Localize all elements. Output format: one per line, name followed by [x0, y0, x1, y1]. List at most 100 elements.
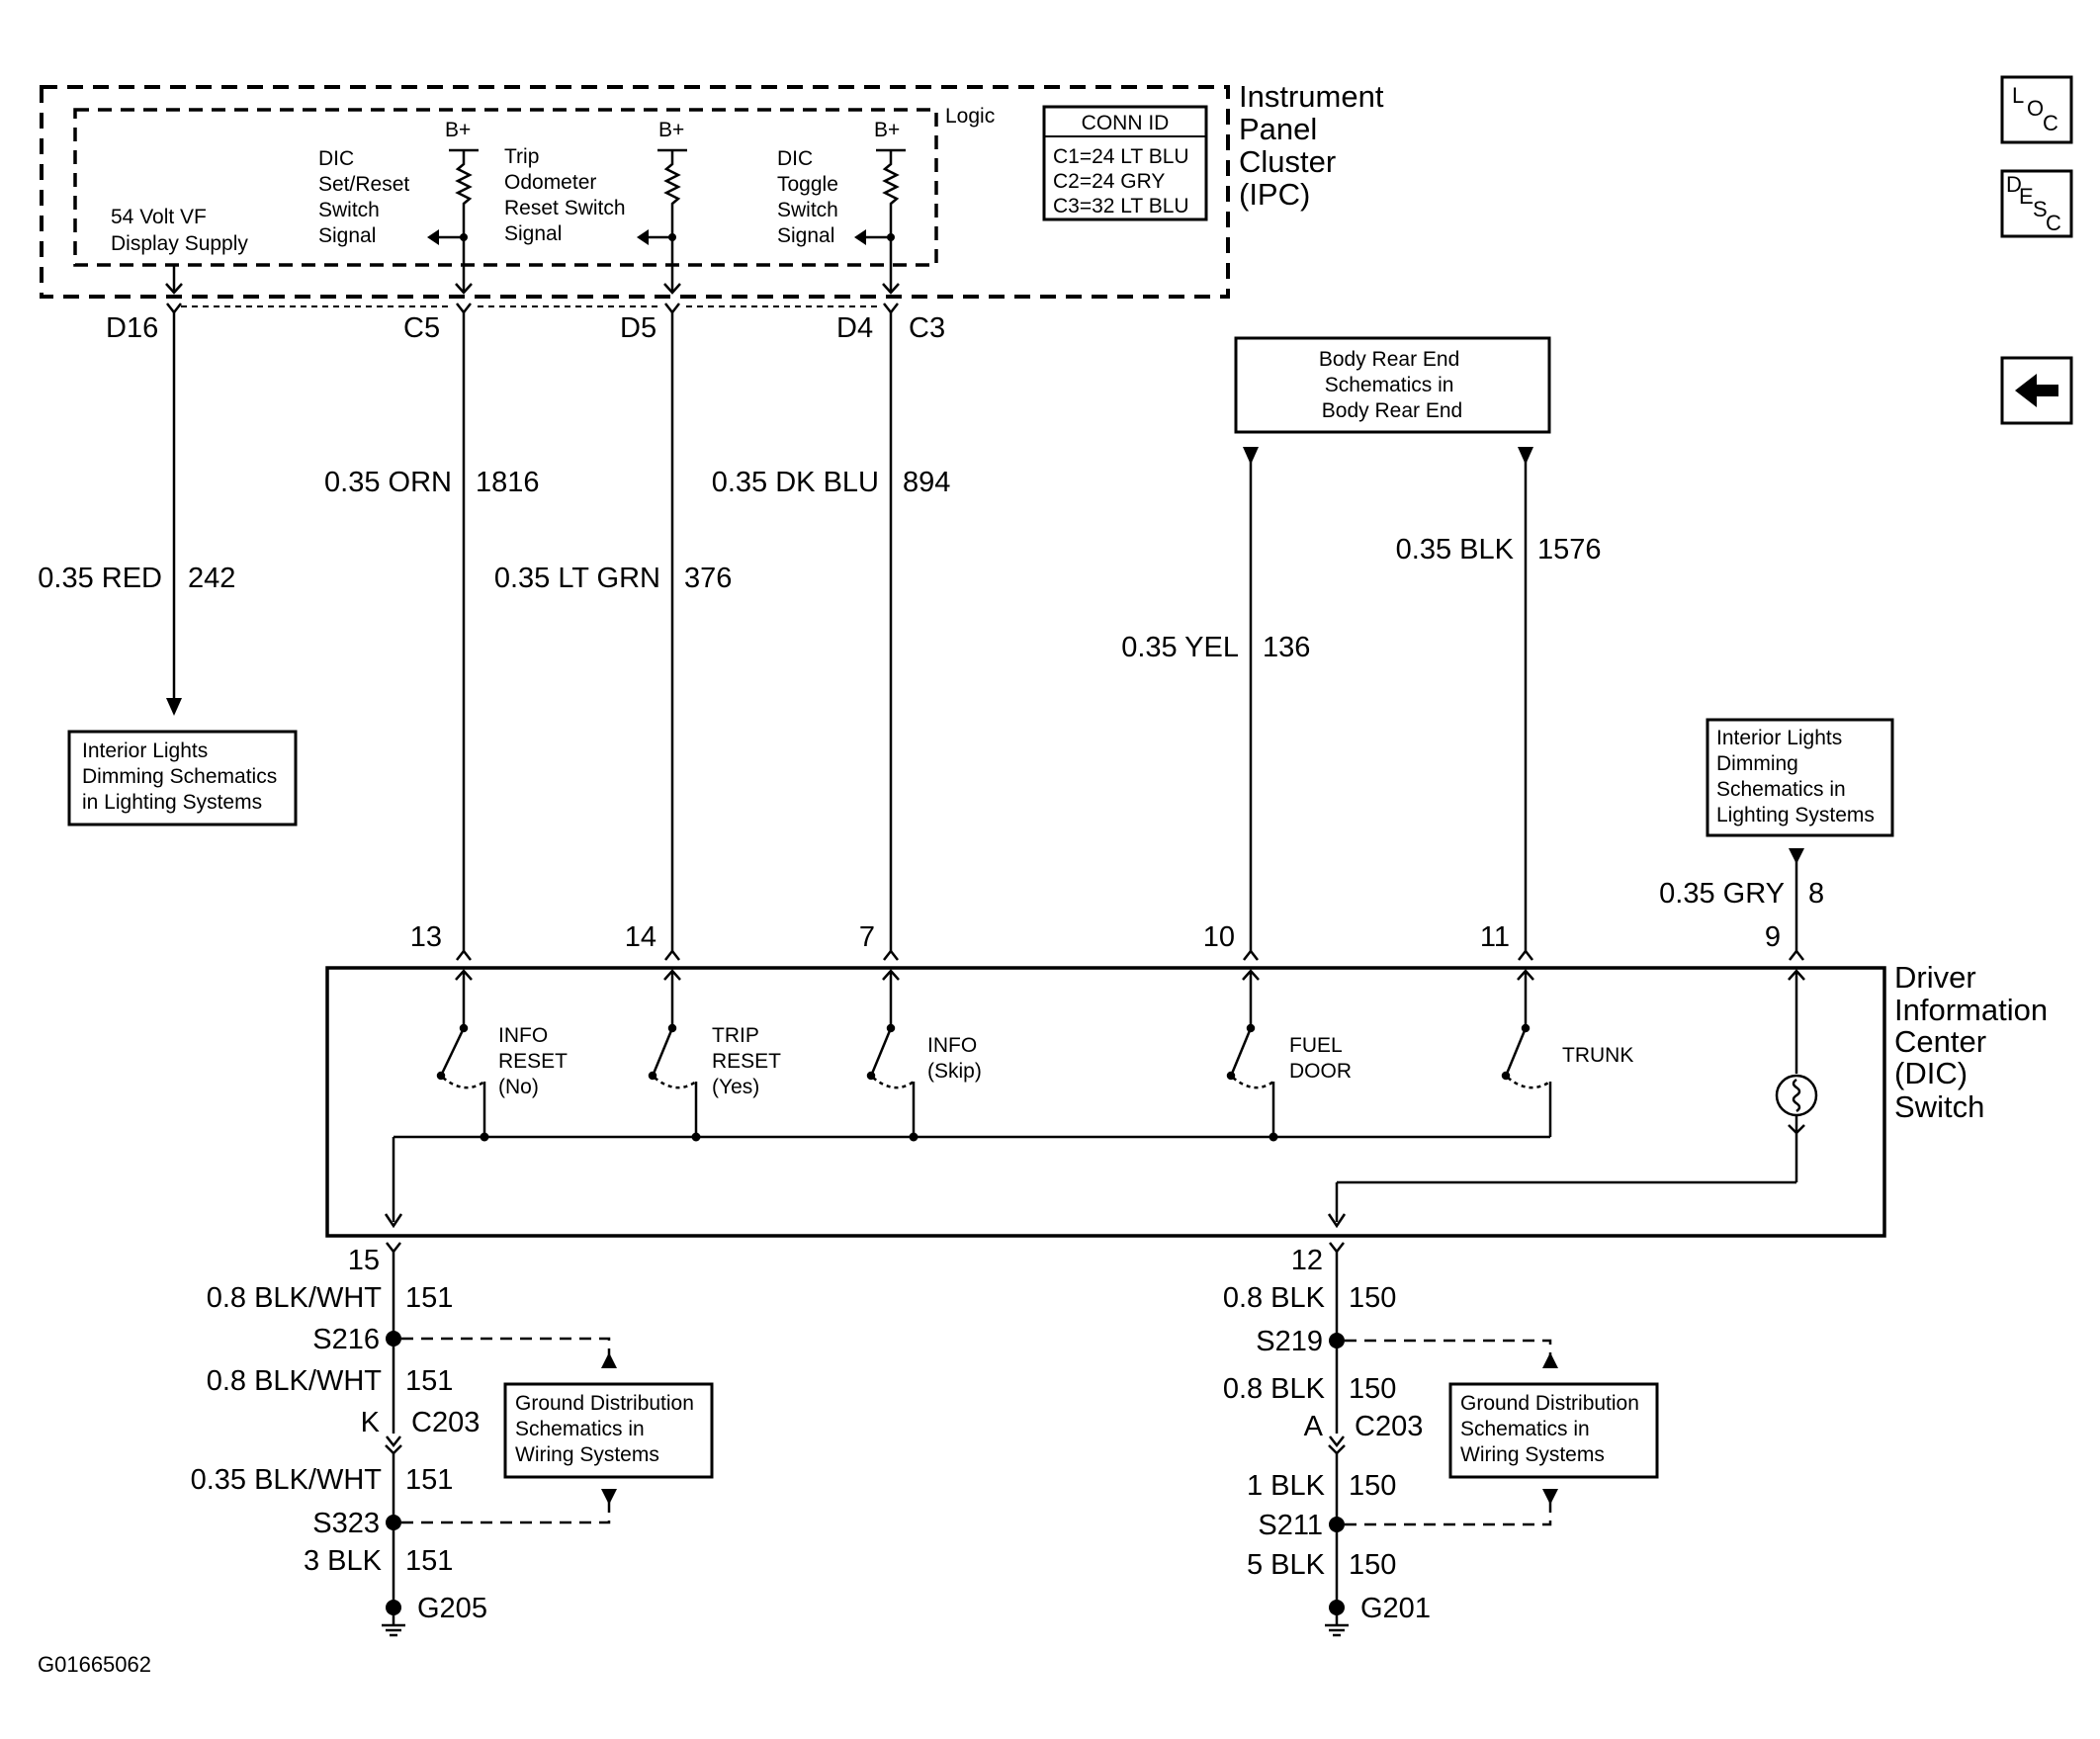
switch-info-reset	[436, 1023, 486, 1137]
dic-pin-label: 13	[410, 921, 442, 953]
signal-dic-toggle: DIC Toggle Switch Signal	[777, 147, 844, 247]
wire-gauge: 0.35 BLK	[1396, 534, 1515, 565]
wire-gauge: 0.8 BLK	[1223, 1373, 1326, 1405]
svg-text:Interior Lights Dimming: Interior Lights Dimming Schematics in Li…	[82, 739, 283, 814]
loc-button[interactable]: L O C	[2000, 75, 2073, 144]
bplus-label: B+	[658, 119, 684, 141]
pin-label: D4	[836, 312, 873, 344]
dic-pin-label: 12	[1291, 1245, 1323, 1276]
wire-gauge: 5 BLK	[1247, 1549, 1326, 1581]
conn-id-row: C2=24 GRY	[1053, 170, 1165, 193]
ref-interior-lights-dimming-left[interactable]: Interior Lights Dimming Schematics in Li…	[67, 730, 298, 826]
ipc-logic-dashed-box	[73, 108, 938, 267]
wire-circuit: 8	[1808, 878, 1824, 910]
splice-label: S211	[1258, 1510, 1323, 1541]
svg-text:Body Rear End Schematics: Body Rear End Schematics in Body Rear En…	[1319, 348, 1465, 422]
wire-gauge: 0.8 BLK/WHT	[207, 1282, 383, 1314]
wire-circuit: 151	[405, 1365, 453, 1397]
desc-button-letter: D	[2006, 172, 2022, 197]
conn-id-box: CONN ID C1=24 LT BLU C2=24 GRY C3=32 LT …	[1042, 105, 1208, 221]
wire-gauge: 0.35 RED	[38, 563, 162, 594]
conn-id-row: C1=24 LT BLU	[1053, 145, 1189, 168]
wire-gauge: 0.35 ORN	[324, 467, 452, 498]
desc-button-letter: E	[2019, 184, 2034, 209]
wire-circuit: 242	[188, 563, 235, 594]
wire-gauge: 0.35 GRY	[1659, 878, 1785, 910]
desc-button-letter: S	[2033, 197, 2048, 221]
figure-id: G01665062	[38, 1652, 151, 1677]
splice-label: S216	[312, 1324, 380, 1355]
dic-pin-label: 10	[1203, 921, 1235, 953]
wire-gauge: 0.35 YEL	[1121, 632, 1239, 663]
switch-trip-reset-label: TRIP RESET (Yes)	[712, 1024, 786, 1098]
switch-trip-reset	[648, 1023, 698, 1137]
ref-ground-distribution-left[interactable]: Ground Distribution Schematics in Wiring…	[503, 1382, 714, 1479]
wire-circuit: 136	[1263, 632, 1310, 663]
ref-ground-distribution-right[interactable]: Ground Distribution Schematics in Wiring…	[1448, 1382, 1659, 1479]
wire-circuit: 150	[1349, 1282, 1396, 1314]
wire-gauge: 0.35 BLK/WHT	[191, 1464, 383, 1496]
ipc-logic-label: Logic	[945, 105, 995, 128]
ground-label: G201	[1360, 1593, 1431, 1624]
dic-switch-box	[325, 966, 1886, 1238]
wire-circuit: 1816	[476, 467, 540, 498]
dic-pin-label: 14	[625, 921, 656, 953]
loc-button-letter: L	[2012, 83, 2024, 108]
svg-text:Ground Distribution Sche: Ground Distribution Schematics in Wiring…	[515, 1392, 700, 1466]
wire-circuit: 150	[1349, 1470, 1396, 1502]
switch-info-skip-label: INFO (Skip)	[927, 1034, 983, 1083]
switch-info-reset-label: INFO RESET (No)	[498, 1024, 572, 1098]
dic-pin-label: 7	[859, 921, 875, 953]
switch-trunk	[1501, 1023, 1552, 1137]
dic-title: Driver Information Center (DIC) Switch	[1894, 960, 2056, 1124]
wire-gauge: 0.8 BLK	[1223, 1282, 1326, 1314]
ref-body-rear-end[interactable]: Body Rear End Schematics in Body Rear En…	[1234, 336, 1551, 434]
conn-id-row: C3=32 LT BLU	[1053, 195, 1189, 217]
display-supply-output-arrow	[165, 265, 183, 295]
wire-circuit: 894	[903, 467, 950, 498]
ipc-module: Logic Instrument Panel Cluster (IPC) CON…	[40, 79, 1392, 299]
ipc-title: Instrument Panel Cluster (IPC)	[1239, 79, 1392, 212]
loc-button-letter: O	[2027, 96, 2044, 121]
wire-376: 0.35 LT GRN 376	[494, 312, 732, 951]
dic-switch-module: Driver Information Center (DIC) Switch 1…	[325, 921, 2056, 1276]
dic-pin-label: 9	[1765, 921, 1781, 953]
dic-pin-label: 11	[1480, 921, 1510, 953]
ground-label: G205	[417, 1593, 487, 1624]
signal-set-reset: DIC Set/Reset Switch Signal	[318, 147, 415, 247]
wire-gauge: 0.8 BLK/WHT	[207, 1365, 383, 1397]
left-arrow-icon	[2015, 374, 2058, 407]
wire-circuit: 376	[684, 563, 732, 594]
pin-label: C5	[403, 312, 440, 344]
ref-interior-lights-dimming-right[interactable]: Interior Lights Dimming Schematics in Li…	[1706, 718, 1894, 837]
loc-button-letter: C	[2043, 111, 2058, 135]
connector-id: C203	[411, 1407, 480, 1438]
conn-id-title: CONN ID	[1082, 112, 1170, 134]
splice-label: S219	[1256, 1326, 1323, 1357]
wire-circuit: 151	[405, 1545, 453, 1577]
signal-trip-odometer-reset: Trip Odometer Reset Switch Signal	[504, 145, 631, 245]
svg-text:Interior Lights Dimming: Interior Lights Dimming Schematics in Li…	[1716, 727, 1875, 826]
wire-8: 0.35 GRY 8	[1659, 848, 1824, 951]
signal-display-supply: 54 Volt VF Display Supply	[111, 206, 248, 255]
ground-path-left: 0.8 BLK/WHT 151 S216 0.8 BLK/WHT 151 K C…	[191, 1252, 617, 1637]
pin-label: D16	[106, 312, 158, 344]
bplus-label: B+	[445, 119, 471, 141]
connector-id: C203	[1355, 1411, 1423, 1442]
desc-button[interactable]: D E S C	[2000, 169, 2073, 238]
switch-trunk-label: TRUNK	[1562, 1044, 1633, 1067]
wire-894: 0.35 DK BLU 894	[712, 312, 950, 951]
switch-info-skip	[866, 1023, 916, 1137]
splice-label: S323	[312, 1508, 380, 1539]
wire-1816: 0.35 ORN 1816	[324, 312, 540, 951]
back-button[interactable]	[2000, 356, 2073, 425]
connector-pin: A	[1304, 1411, 1324, 1442]
switch-common-bus	[384, 1132, 1550, 1229]
ground-path-right: 0.8 BLK 150 S219 0.8 BLK 150 A C203 1 BL…	[1223, 1252, 1558, 1637]
wire-gauge: 3 BLK	[304, 1545, 383, 1577]
pin-label: C3	[909, 312, 945, 344]
wire-circuit: 151	[405, 1282, 453, 1314]
svg-text:Ground Distribution Sche: Ground Distribution Schematics in Wiring…	[1460, 1392, 1645, 1466]
switch-fuel-door	[1226, 1023, 1275, 1137]
